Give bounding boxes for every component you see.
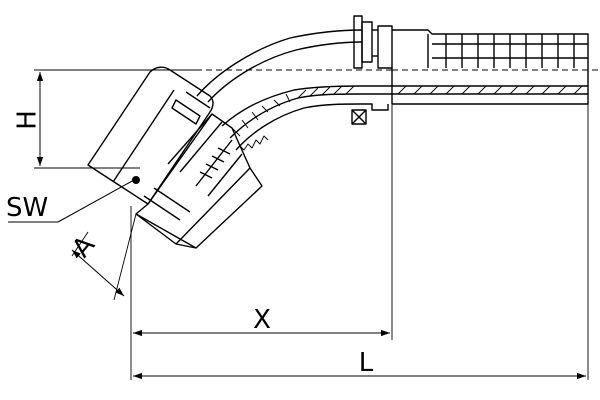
sw-leader-dot — [132, 176, 140, 184]
extension-lines — [34, 69, 600, 380]
swivel-nut — [87, 66, 263, 249]
section-hatching — [231, 85, 583, 151]
hose-tail — [196, 15, 589, 151]
dimension-label-sw: SW — [6, 193, 48, 223]
dimension-label-x: X — [253, 305, 271, 335]
dimension-label-h: H — [13, 110, 43, 130]
dimension-lines — [8, 72, 586, 380]
o-ring-seal — [351, 109, 367, 125]
dimension-label-a: A — [67, 230, 102, 263]
dimension-label-l: L — [359, 348, 374, 378]
